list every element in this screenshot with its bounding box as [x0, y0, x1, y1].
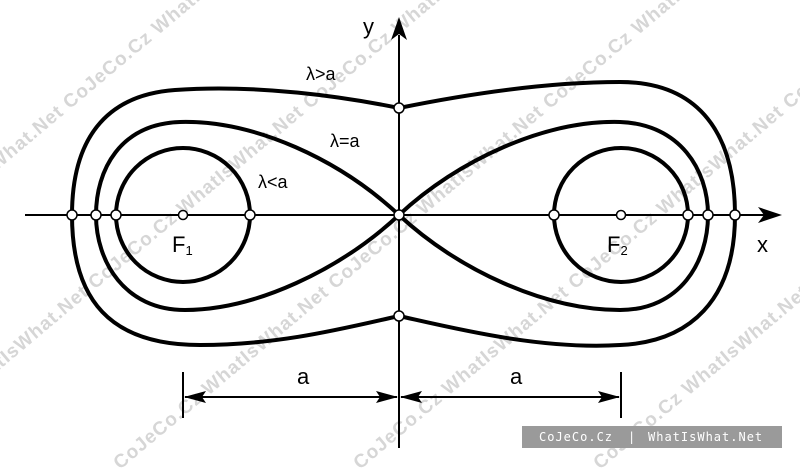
focus-right-index: 2: [620, 243, 627, 258]
curve-middle-label: λ=a: [330, 131, 361, 151]
point-y-bottom: [393, 310, 405, 322]
focus-left-point: [177, 209, 189, 221]
focus-left-letter: F: [172, 232, 185, 257]
point-inner-right-inner: [548, 209, 560, 221]
watermark-badge: CoJeCo.Cz | WhatIsWhat.Net: [522, 426, 782, 448]
focus-right-point: [615, 209, 627, 221]
point-outer-left: [66, 209, 78, 221]
focus-right-letter: F: [607, 232, 620, 257]
watermark-badge-background: [522, 426, 782, 448]
focus-left-label: F1: [172, 232, 193, 258]
point-inner-left-outer: [110, 209, 122, 221]
dimension-arrow-right-outer-icon: [598, 391, 620, 403]
watermark-badge-separator: |: [628, 430, 636, 444]
focus-right-label: F2: [607, 232, 628, 258]
dimension-right-label: a: [510, 364, 523, 389]
watermark-badge-left: CoJeCo.Cz: [539, 430, 613, 444]
dimension-arrow-left-outer-icon: [184, 391, 206, 403]
y-axis-arrow-icon: [391, 17, 407, 40]
x-axis-label: x: [757, 232, 768, 257]
dimension-arrow-right-inner-icon: [400, 391, 422, 403]
point-middle-right: [702, 209, 714, 221]
point-outer-right: [729, 209, 741, 221]
curve-outer-label: λ>a: [306, 64, 337, 84]
curve-inner-label: λ<a: [258, 172, 289, 192]
focus-left-index: 1: [185, 243, 192, 258]
point-y-top: [393, 102, 405, 114]
dimension-left-label: a: [297, 364, 310, 389]
dimension-arrow-left-inner-icon: [376, 391, 398, 403]
watermark-badge-right: WhatIsWhat.Net: [648, 430, 763, 444]
point-origin: [393, 209, 405, 221]
point-inner-left-inner: [244, 209, 256, 221]
y-axis-label: y: [363, 14, 374, 39]
point-inner-right-outer: [682, 209, 694, 221]
x-axis-arrow-icon: [758, 207, 782, 223]
point-middle-left: [90, 209, 102, 221]
